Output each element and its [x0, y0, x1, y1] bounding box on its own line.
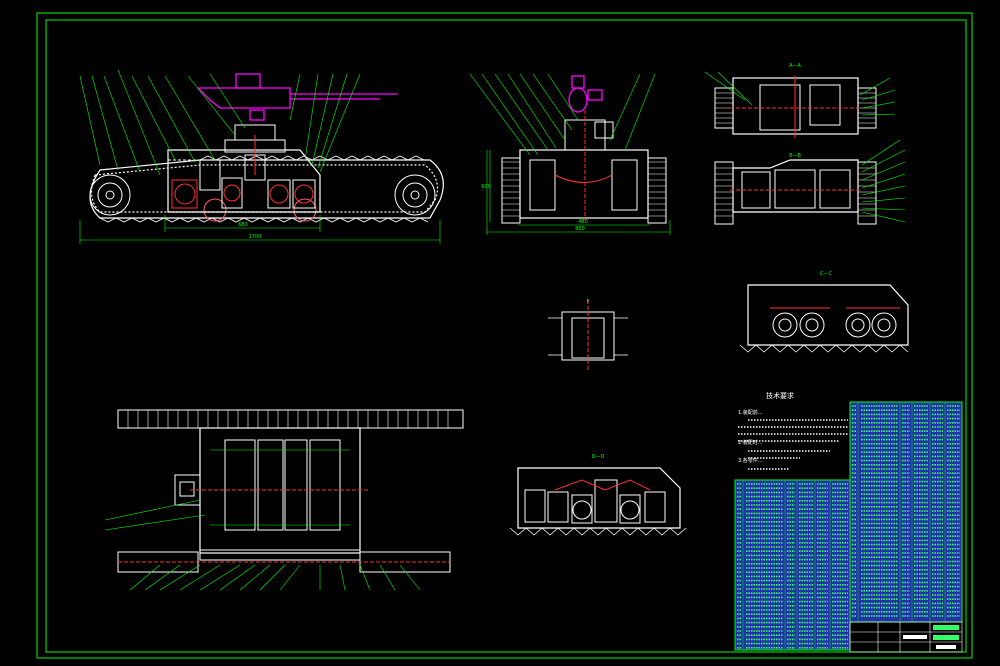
side-track [89, 159, 444, 219]
side-dim-overall: 1700 [249, 234, 262, 240]
plan-body [174, 427, 370, 554]
drawing-frame [36, 12, 973, 659]
section-label-a: A—A [789, 63, 801, 69]
front-dim-overall: 860 [575, 226, 585, 232]
plan-leader-lines [104, 499, 421, 591]
section-view-lower: B—B [714, 139, 906, 225]
plan-track-top [117, 409, 464, 429]
technical-requirements: 技术要求 1.装配前... 2.装配时... 3.各零件... [738, 391, 848, 470]
side-turret [224, 124, 286, 175]
section-label-b: B—B [789, 153, 801, 159]
front-dim-height: 600 [481, 184, 491, 190]
detail-view [548, 300, 628, 372]
side-dim-inner: 680 [238, 222, 248, 228]
front-tracks [501, 157, 667, 224]
side-body [167, 149, 321, 213]
side-view: 1700 680 [79, 69, 444, 244]
front-body [519, 110, 649, 220]
side-gun [196, 73, 398, 121]
plan-view [104, 409, 464, 591]
plan-axle-bottom [117, 549, 451, 573]
front-dimensions [486, 150, 671, 235]
section-view-upper: A—A [704, 63, 896, 138]
front-dim-inner: 480 [578, 219, 588, 225]
parts-list-right [849, 401, 963, 623]
section-view-mid-right: C—C [739, 271, 909, 353]
front-leader-lines [469, 73, 656, 156]
front-view: 860 480 600 [469, 73, 671, 235]
section-label-c: C—C [820, 271, 832, 277]
side-track-teeth [99, 155, 429, 223]
tech-req-title: 技术要求 [766, 391, 794, 400]
tech-req-line-1: 1.装配前... [738, 409, 763, 416]
side-dimensions [79, 215, 441, 244]
parts-list-left [734, 479, 851, 651]
front-gun [568, 75, 603, 113]
title-block [849, 621, 963, 653]
tech-req-line-3: 3.各零件... [738, 457, 763, 464]
tech-req-line-2: 2.装配时... [738, 439, 763, 446]
side-sprockets [89, 174, 436, 222]
side-leader-lines [79, 69, 361, 176]
section-view-bottom: D—D [509, 454, 687, 536]
section-label-d: D—D [592, 454, 605, 460]
section-label-f: F [587, 299, 590, 305]
